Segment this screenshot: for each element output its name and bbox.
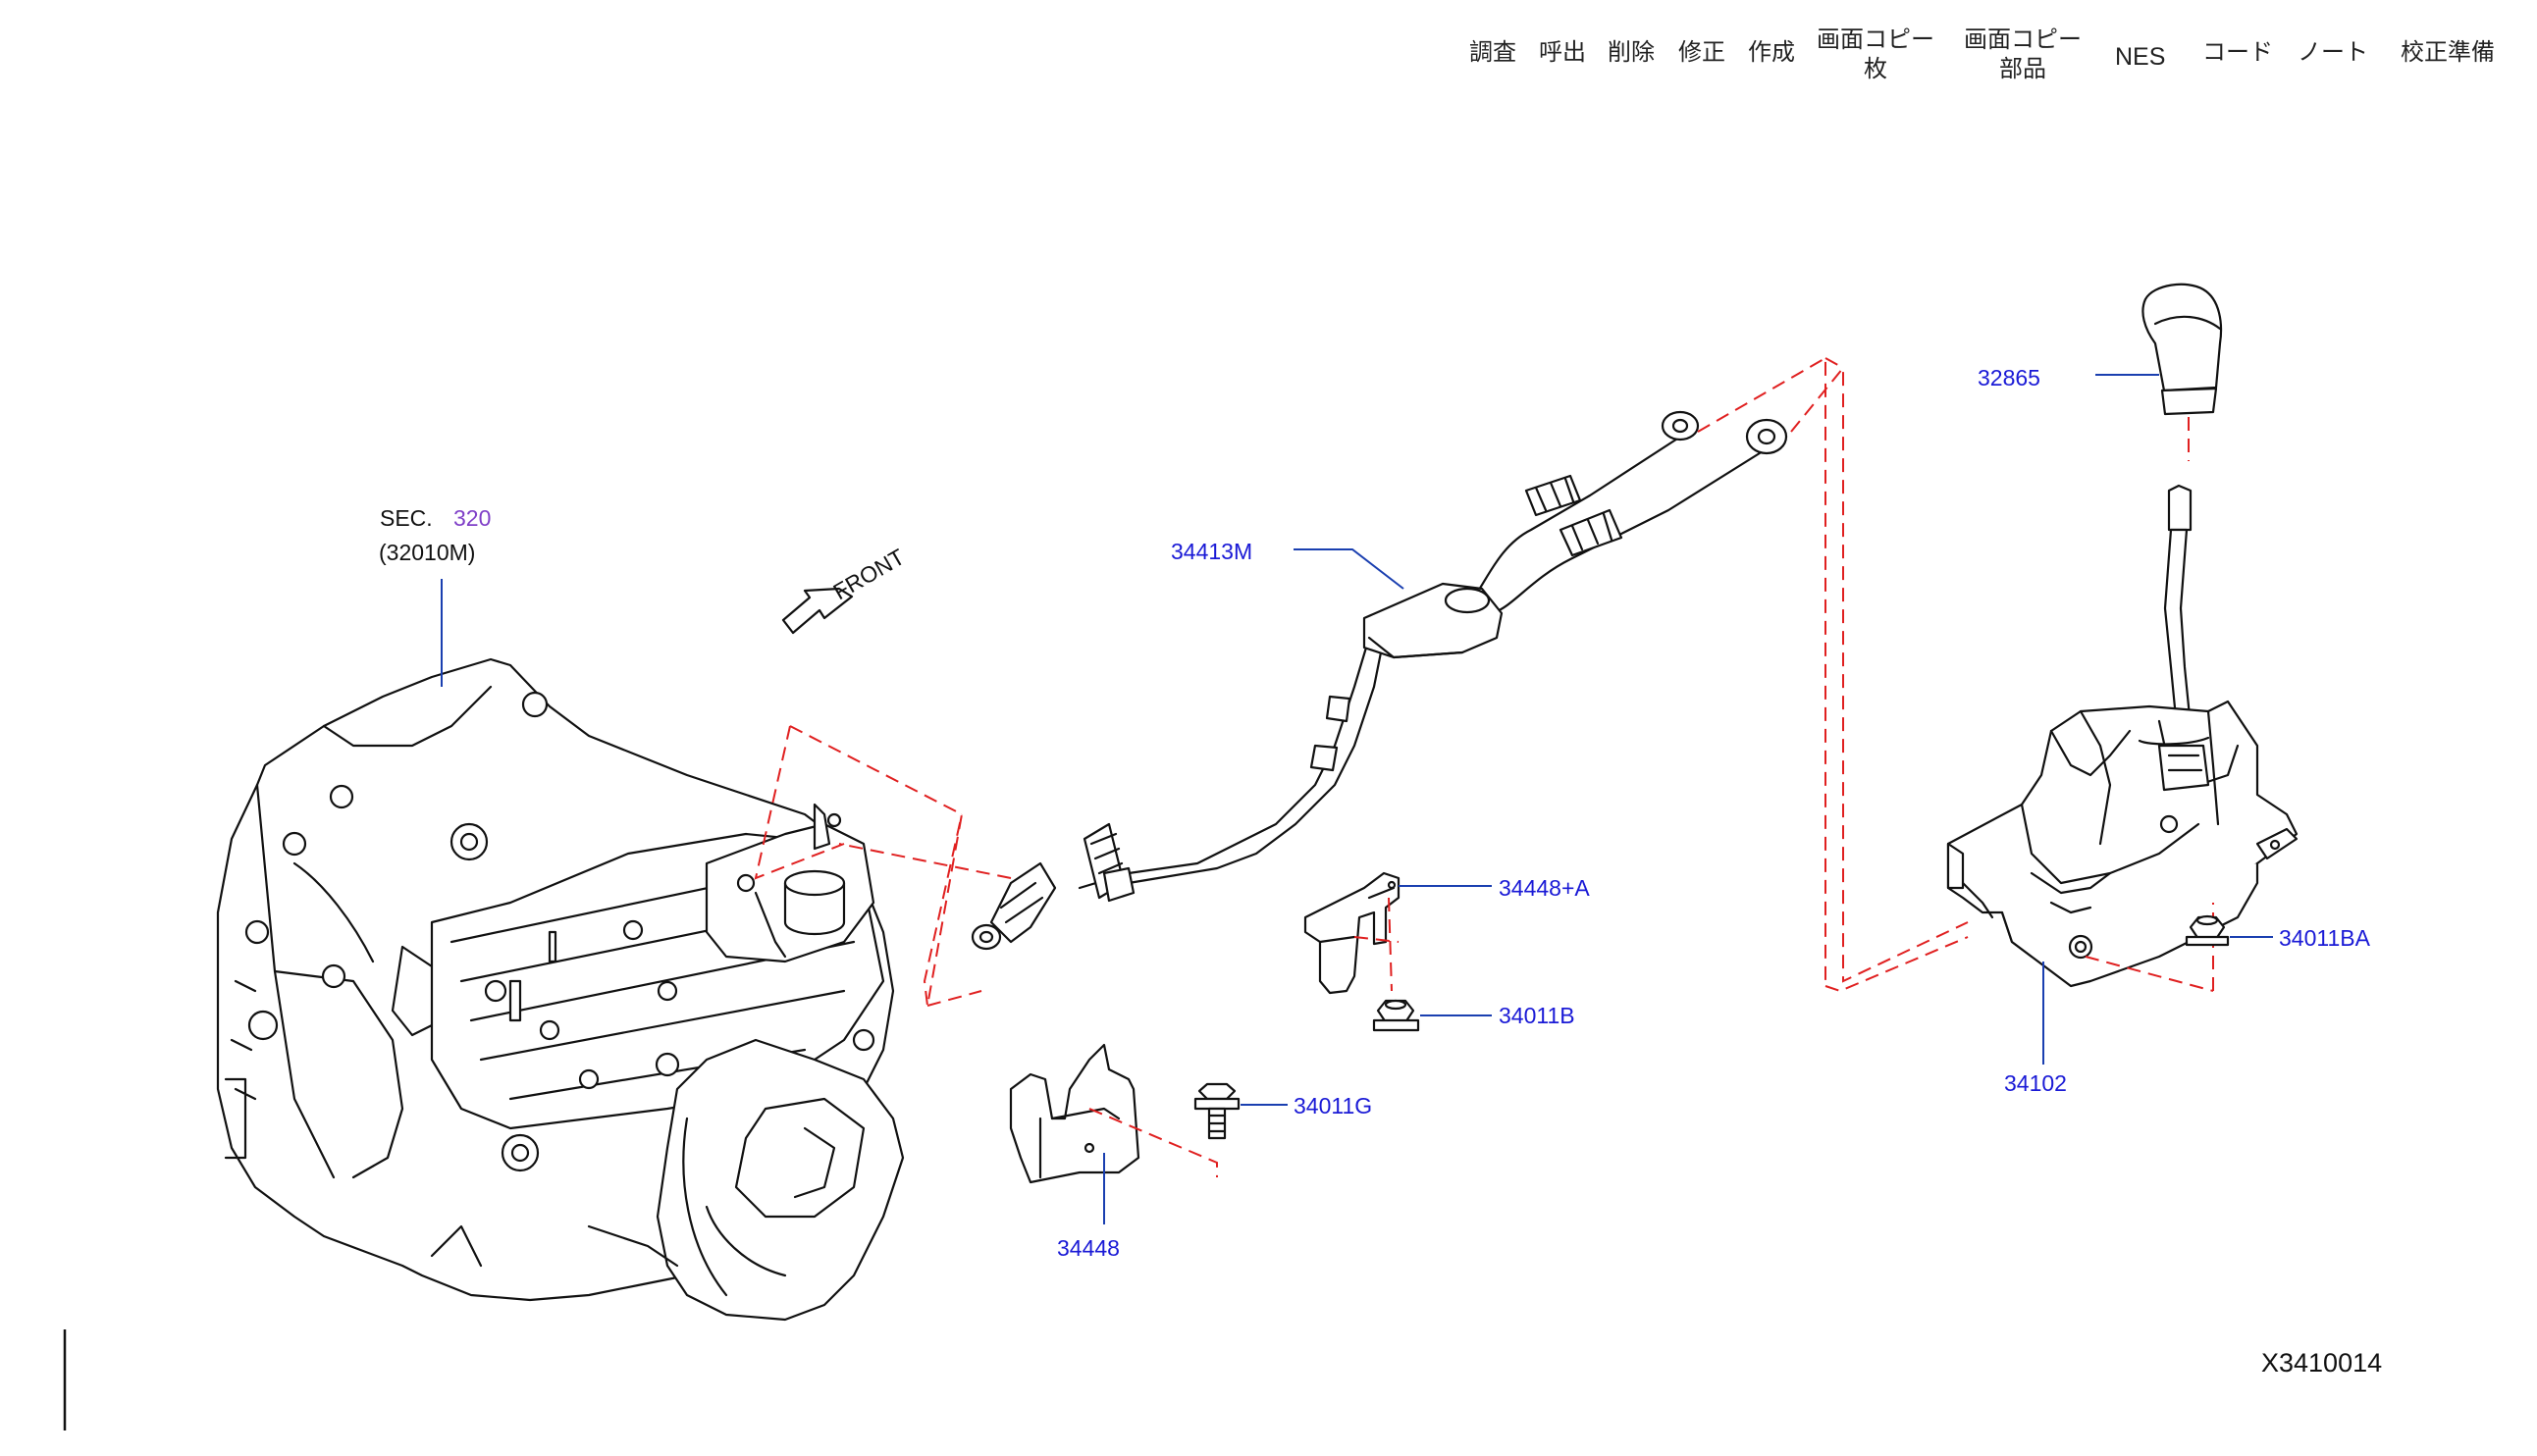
toolbar-delete-button[interactable]: 削除 (1608, 38, 1655, 66)
shift-knob-drawing (2141, 283, 2223, 461)
callout-32865[interactable]: 32865 (1978, 365, 2040, 390)
toolbar-note-button[interactable]: ノート (2298, 38, 2368, 66)
nut-34011BA-drawing (2185, 914, 2230, 947)
toolbar-recall-button[interactable]: 呼出 (1539, 38, 1586, 66)
shifter-assembly-drawing (1946, 484, 2299, 992)
callout-34102[interactable]: 34102 (2004, 1070, 2067, 1096)
control-cable-drawing (971, 410, 1788, 951)
toolbar-screen-copy-parts-line2: 部品 (1999, 55, 2046, 82)
toolbar-survey-button[interactable]: 調査 (1469, 38, 1516, 66)
section-part-number: (32010M) (379, 540, 475, 565)
guide-cable-to-shifter-2 (1790, 365, 1969, 983)
section-link[interactable]: 320 (453, 505, 491, 531)
callout-34448+A[interactable]: 34448+A (1499, 875, 1590, 901)
toolbar-screen-copy-sheet-button[interactable]: 画面コピー 枚 (1817, 25, 1934, 83)
callout-34011B[interactable]: 34011B (1499, 1003, 1575, 1028)
section-prefix: SEC. (380, 505, 433, 531)
toolbar-screen-copy-sheet-line1: 画面コピー (1817, 26, 1934, 53)
toolbar: 調査 呼出 削除 修正 作成 画面コピー 枚 画面コピー 部品 NES コード … (0, 0, 2537, 98)
toolbar-nes-button[interactable]: NES (2115, 43, 2166, 71)
toolbar-proof-prep-button[interactable]: 校正準備 (2401, 38, 2495, 66)
bracket-34448A-drawing (1303, 871, 1401, 995)
guide-cable-to-transaxle-2 (754, 725, 845, 880)
toolbar-edit-button[interactable]: 修正 (1678, 38, 1725, 66)
drawing-id: X3410014 (2261, 1348, 2382, 1378)
guide-cable-to-shifter-1 (1697, 356, 1826, 986)
leader-34413M (1294, 548, 1404, 590)
toolbar-screen-copy-parts-button[interactable]: 画面コピー 部品 (1964, 25, 2082, 83)
callout-34448[interactable]: 34448 (1057, 1235, 1120, 1261)
guide-cable-to-shifter-3 (1824, 357, 1969, 993)
bolt-34011G-drawing (1193, 1082, 1241, 1140)
toolbar-create-button[interactable]: 作成 (1748, 38, 1795, 66)
callout-34011G[interactable]: 34011G (1294, 1093, 1372, 1118)
bracket-34448-drawing (1009, 1043, 1218, 1184)
toolbar-screen-copy-parts-line1: 画面コピー (1964, 26, 2082, 53)
transaxle-drawing (216, 657, 905, 1322)
nut-34011B-drawing (1372, 999, 1420, 1032)
callout-34413M[interactable]: 34413M (1171, 539, 1252, 564)
front-label: FRONT (829, 544, 910, 604)
toolbar-code-button[interactable]: コード (2202, 38, 2273, 66)
toolbar-screen-copy-sheet-line2: 枚 (1864, 55, 1887, 82)
guide-cable-to-transaxle-3 (838, 843, 1012, 1007)
front-direction-arrow: FRONT (781, 544, 910, 635)
callout-34011BA[interactable]: 34011BA (2279, 925, 2371, 951)
